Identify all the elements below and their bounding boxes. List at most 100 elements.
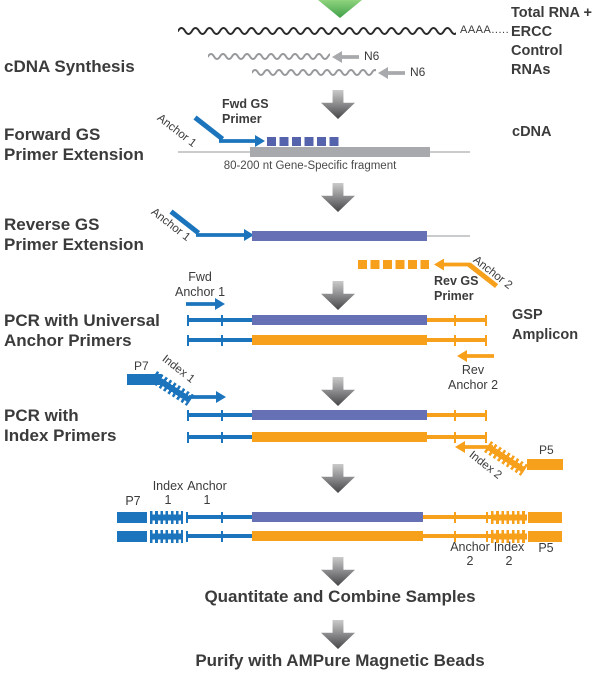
strand-tick <box>453 314 456 326</box>
strand-tick <box>220 530 223 542</box>
fwd-anchor1-arrow <box>186 298 225 310</box>
down-arrow-4 <box>321 377 355 406</box>
final-anchor1-label: Anchor 1 <box>187 479 227 507</box>
strand-tick <box>220 511 223 523</box>
anchor-line <box>427 337 486 343</box>
down-arrow-1 <box>321 90 355 119</box>
strand-tick <box>453 511 456 523</box>
step-label-pcr-index: PCR with Index Primers <box>4 406 117 445</box>
gsp-insert-bar-top <box>252 512 423 522</box>
template-thin-line-s3 <box>427 234 470 237</box>
strand-tick <box>453 334 456 346</box>
p5-adapter-bar <box>528 530 562 542</box>
final-anchor2-label: Anchor 2 <box>450 540 490 568</box>
step-label-reverse-gs: Reverse GS Primer Extension <box>4 215 144 254</box>
gsp-insert-bar-top <box>252 410 427 420</box>
strand-tick <box>485 530 488 542</box>
strand-tick <box>220 314 223 326</box>
strand-tick <box>484 334 487 346</box>
strand-tick <box>220 431 223 443</box>
step-label-pcr-universal: PCR with Universal Anchor Primers <box>4 311 160 350</box>
rev-anchor2-label: Rev Anchor 2 <box>447 363 499 392</box>
p5-adapter-bar-s5 <box>527 459 563 470</box>
n6-primer-arrow-1 <box>332 51 359 63</box>
strand-tick <box>484 409 487 421</box>
n6-primer-arrow-2 <box>378 67 405 79</box>
strand-tick <box>185 511 188 523</box>
gene-specific-fragment-bar <box>250 146 430 157</box>
strand-tick <box>484 314 487 326</box>
total-rna-wave <box>177 26 459 36</box>
anchor-line <box>188 514 252 520</box>
p7-adapter-bar-s5 <box>127 374 161 385</box>
strand-tick <box>453 409 456 421</box>
polya-label: AAAA..... <box>460 24 510 36</box>
anchor1-arrow-s3 <box>196 229 254 241</box>
strand-tick <box>453 530 456 542</box>
anchor-line <box>427 317 486 323</box>
strand-tick <box>220 334 223 346</box>
p7-label-s5: P7 <box>134 359 149 373</box>
anchor1-rot-label-s2: Anchor 1 <box>154 112 199 150</box>
anchor-line <box>188 337 252 343</box>
index1-primer-arrow <box>189 391 226 403</box>
anchor-line <box>188 317 252 323</box>
strand-tick <box>484 431 487 443</box>
fwd-gs-dashed-primer <box>267 137 340 146</box>
strand-tick <box>186 334 189 346</box>
fwd-gs-primer-label: Fwd GS Primer <box>222 97 269 126</box>
anchor-line <box>188 412 252 418</box>
index1-hatch <box>150 529 183 543</box>
down-arrow-3 <box>321 281 355 310</box>
strand-tick <box>453 431 456 443</box>
down-arrow-7 <box>321 620 355 649</box>
input-rna-label: Total RNA + ERCC Control RNAs <box>511 5 592 78</box>
final-p5-label: P5 <box>538 541 554 555</box>
rev-anchor2-arrow <box>457 350 494 362</box>
gsp-insert-bar-bottom <box>252 335 427 345</box>
gsp-amplicon-label: GSP Amplicon <box>512 307 579 343</box>
rna-template-wave-2 <box>251 68 385 77</box>
step-label-cdna-synthesis: cDNA Synthesis <box>4 57 135 76</box>
fwd-anchor1-label: Fwd Anchor 1 <box>174 270 226 299</box>
step-label-forward-gs: Forward GS Primer Extension <box>4 125 144 164</box>
down-arrow-2 <box>321 183 355 212</box>
gsp-insert-bar-bottom <box>252 531 423 541</box>
down-arrow-5 <box>321 464 355 493</box>
quantitate-step-label: Quantitate and Combine Samples <box>204 587 476 606</box>
index2-hatch <box>491 529 527 543</box>
final-index1-label: Index 1 <box>152 479 184 507</box>
fwd-extended-strand-bar <box>252 231 427 241</box>
gsp-insert-bar-bottom <box>252 432 427 442</box>
strand-tick <box>185 530 188 542</box>
index2-hatch <box>491 510 527 524</box>
final-index2-label: Index 2 <box>493 540 525 568</box>
strand-tick <box>220 409 223 421</box>
p7-adapter-bar <box>117 511 147 523</box>
fwd-gs-primer-arrow <box>219 135 265 147</box>
p5-adapter-bar <box>528 511 562 523</box>
n6-label-1: N6 <box>364 49 380 63</box>
index1-hatch <box>150 510 183 524</box>
rev-gs-primer-label: Rev GS Primer <box>434 274 479 303</box>
strand-tick <box>186 431 189 443</box>
down-arrow-6 <box>321 557 355 586</box>
fragment-size-label: 80-200 nt Gene-Specific fragment <box>223 160 397 172</box>
anchor-line <box>427 412 486 418</box>
anchor-line <box>427 434 486 440</box>
start-arrow-icon <box>318 0 362 18</box>
final-p7-label: P7 <box>125 494 141 508</box>
cdna-product-label: cDNA <box>512 124 552 140</box>
strand-tick <box>186 409 189 421</box>
anchor-line <box>188 434 252 440</box>
gsp-insert-bar-top <box>252 315 427 325</box>
anchor-line <box>423 533 492 539</box>
strand-tick <box>186 314 189 326</box>
rna-template-wave-1 <box>207 52 341 61</box>
strand-tick <box>485 511 488 523</box>
purify-step-label: Purify with AMPure Magnetic Beads <box>195 651 485 670</box>
p5-label-s5: P5 <box>539 443 554 457</box>
rev-gs-primer-arrow <box>434 258 470 271</box>
p7-adapter-bar <box>117 530 147 542</box>
